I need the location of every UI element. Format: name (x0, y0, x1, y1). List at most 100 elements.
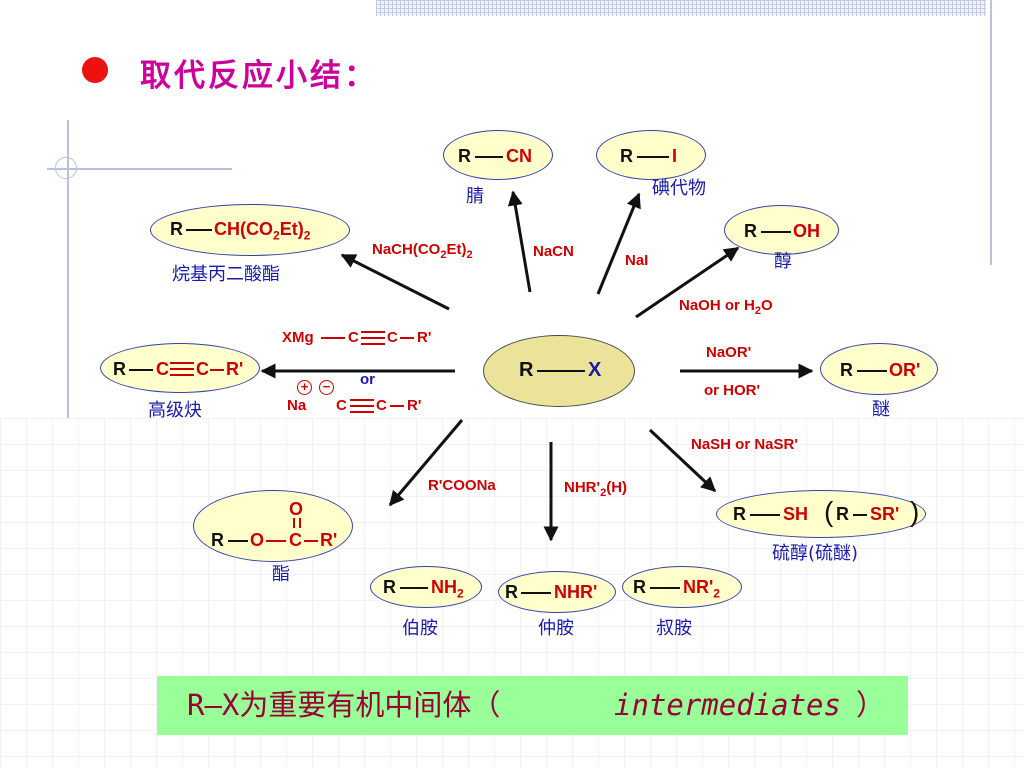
arrow-to-ester (388, 419, 464, 507)
reagent-na-r: R' (407, 397, 422, 414)
thiol-bond-2 (853, 514, 867, 516)
ester-double-bond-right (299, 518, 301, 528)
decorative-vertical-line (67, 120, 69, 418)
thiol-paren-open: ( (824, 496, 834, 527)
thiol-bond (750, 514, 780, 516)
center-bond (537, 370, 585, 372)
ester-bond-3 (304, 540, 318, 542)
nitrile-r: R (458, 146, 471, 166)
secondary-amine-r: R (505, 582, 518, 602)
secondary-amine-group: NHR' (554, 582, 598, 602)
ether-bond (857, 370, 887, 372)
iodide-name: 碘代物 (652, 178, 706, 199)
malonate-r: R (170, 219, 183, 239)
malonate-bond (186, 229, 212, 231)
decorative-right-line (990, 0, 992, 265)
reagent-na-triple-bond (350, 399, 374, 413)
secondary-amine-name: 仲胺 (538, 618, 574, 639)
tertiary-amine-name: 叔胺 (656, 618, 692, 639)
arrow-to-malonate (340, 253, 450, 311)
ester-carbonyl-o: O (289, 499, 304, 519)
thiol-r2: R (836, 504, 849, 524)
reagent-xmg-c1: C (348, 329, 359, 346)
nitrile-group: CN (506, 146, 532, 166)
arrow-to-thiol (648, 428, 717, 493)
title-bullet (82, 57, 108, 83)
ether-r: R (840, 360, 853, 380)
ester-o: O (250, 530, 265, 550)
alcohol-group: OH (793, 221, 820, 241)
malonate-name: 烷基丙二酸酯 (172, 264, 280, 285)
reagent-xmg-single-bond (400, 337, 414, 339)
reagent-or: or (360, 371, 375, 388)
alkyne-rp: R' (226, 359, 244, 379)
reagent-nacn: NaCN (533, 243, 574, 260)
ether-group: OR' (889, 360, 921, 380)
summary-banner: R—X为重要有机中间体（ intermediates ） (157, 676, 908, 735)
reagent-naor: NaOR' (706, 344, 752, 361)
slide-title: 取代反应小结： (140, 58, 378, 94)
alcohol-r: R (744, 221, 757, 241)
reagent-hor: or HOR' (704, 382, 761, 399)
reagent-xmg-r: R' (417, 329, 432, 346)
secondary-amine-oval (498, 571, 616, 613)
thiol-name: 硫醇(硫醚) (772, 543, 859, 564)
reagent-na: Na (287, 397, 307, 414)
malonate-group: CH(CO2Et)2 (214, 219, 311, 243)
alcohol-bond (761, 231, 791, 233)
thiol-paren-close: ) (910, 496, 920, 527)
ester-oval (193, 490, 353, 562)
alkyne-single-bond (210, 369, 224, 371)
ester-r: R (211, 530, 224, 550)
primary-amine-name: 伯胺 (402, 618, 438, 639)
thiol-group2: SR' (870, 504, 900, 524)
alcohol-oval (724, 205, 839, 255)
alkyne-r: R (113, 359, 126, 379)
primary-amine-r: R (383, 577, 396, 597)
reagent-na-c2: C (376, 397, 387, 414)
alkyne-c2: C (196, 359, 209, 379)
decorative-circle (55, 157, 77, 179)
nitrile-oval (443, 130, 553, 180)
reagent-nai: NaI (625, 252, 649, 269)
ether-oval (820, 343, 938, 395)
thiol-r: R (733, 504, 746, 524)
reagent-naoh: NaOH or H2O (679, 297, 773, 317)
reagent-xmg: XMg (282, 329, 314, 346)
reagent-amine: NHR'2(H) (564, 479, 628, 499)
primary-amine-group: NH2 (431, 577, 464, 601)
tertiary-amine-group: NR'2 (683, 577, 720, 601)
ester-bond-1 (228, 540, 248, 542)
reagent-rcoona: R'COONa (428, 477, 496, 494)
header-grid-band (376, 0, 986, 16)
tertiary-amine-oval (622, 566, 742, 608)
ester-rp: R' (320, 530, 338, 550)
arrow-to-alcohol (635, 246, 740, 319)
banner-suffix: ） (856, 688, 886, 722)
arrow-to-iodide (596, 192, 641, 295)
tertiary-amine-r: R (633, 577, 646, 597)
banner-italic: intermediates (614, 688, 841, 722)
secondary-amine-bond (521, 592, 551, 594)
thiol-oval (716, 490, 926, 538)
thiol-group: SH (783, 504, 809, 524)
ester-c: C (289, 530, 302, 550)
primary-amine-bond (400, 587, 428, 589)
alkyne-bond (129, 369, 153, 371)
iodide-r: R (620, 146, 633, 166)
ether-name: 醚 (872, 399, 890, 420)
banner-prefix: R—X为重要有机中间体（ (187, 688, 501, 722)
reagent-na-c1: C (336, 397, 347, 414)
reagent-na-single-bond (390, 405, 404, 407)
decorative-horizontal-line (47, 168, 232, 170)
arrow-to-nitrile (507, 190, 532, 293)
iodide-group: I (672, 146, 678, 166)
ester-bond-2 (266, 540, 286, 542)
malonate-oval (150, 204, 350, 256)
tertiary-amine-bond (650, 587, 680, 589)
center-x: X (588, 359, 602, 381)
alkyne-name: 高级炔 (148, 400, 202, 421)
center-r: R (519, 359, 534, 381)
